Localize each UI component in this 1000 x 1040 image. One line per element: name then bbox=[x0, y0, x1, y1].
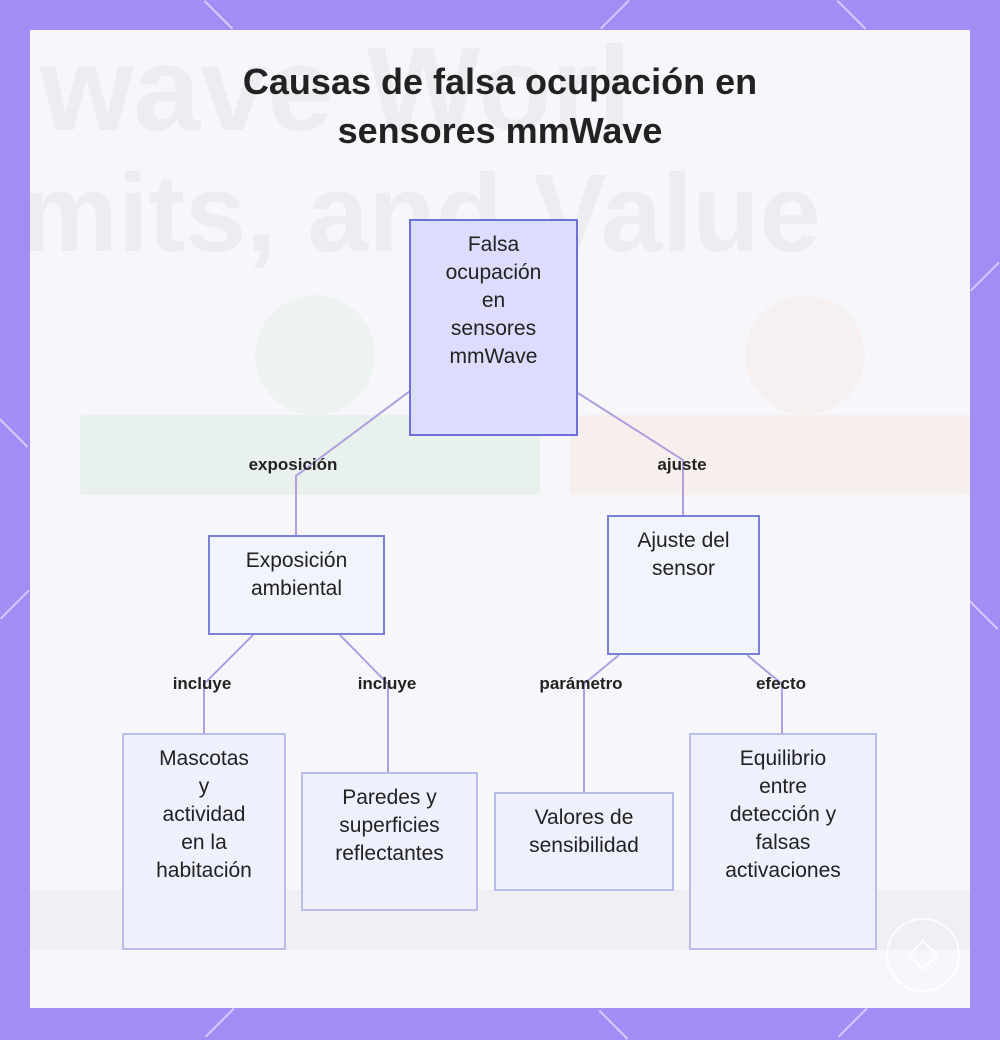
background-shape bbox=[745, 295, 865, 415]
node-text: sensibilidad bbox=[529, 834, 639, 857]
node-text: Valores de bbox=[534, 806, 634, 829]
edge-label-incluye-mascotas: incluye bbox=[172, 674, 232, 693]
edge-exposicion-mascotas bbox=[203, 634, 254, 733]
node-root: Falsa ocupación en sensores mmWave bbox=[409, 219, 578, 436]
node-text: Ajuste del bbox=[637, 529, 730, 552]
node-text: en bbox=[481, 289, 506, 312]
node-text: actividad bbox=[162, 803, 246, 826]
node-equilibrio: Equilibrio entre detección y falsas acti… bbox=[689, 733, 877, 950]
node-exposicion: Exposición ambiental bbox=[208, 535, 385, 635]
edge-label-efecto: efecto bbox=[755, 674, 807, 693]
edge-exposicion-paredes bbox=[339, 634, 389, 772]
background-watermark: wave Worl bbox=[40, 30, 632, 156]
watermark-badge-icon bbox=[886, 918, 960, 992]
edge-label-incluye-paredes: incluye bbox=[357, 674, 417, 693]
node-valores: Valores de sensibilidad bbox=[494, 792, 674, 891]
edge-ajuste-valores bbox=[583, 654, 620, 792]
node-text: falsas bbox=[755, 831, 811, 854]
node-text: activaciones bbox=[725, 859, 841, 882]
title-line: sensores mmWave bbox=[337, 109, 663, 151]
edge-label-exposicion: exposición bbox=[248, 455, 338, 474]
node-text: superficies bbox=[339, 814, 440, 837]
node-text: y bbox=[198, 775, 210, 798]
node-text: habitación bbox=[156, 859, 252, 882]
node-text: Paredes y bbox=[342, 786, 437, 809]
node-ajuste: Ajuste del sensor bbox=[607, 515, 760, 655]
node-text: Equilibrio bbox=[739, 747, 827, 770]
node-text: mmWave bbox=[449, 345, 538, 368]
node-text: reflectantes bbox=[335, 842, 444, 865]
node-text: detección y bbox=[729, 803, 837, 826]
node-text: entre bbox=[759, 775, 807, 798]
edge-root-ajuste bbox=[577, 392, 684, 515]
node-text: sensores bbox=[450, 317, 537, 340]
background-shape bbox=[570, 415, 970, 495]
node-text: en la bbox=[181, 831, 227, 854]
node-text: ocupación bbox=[445, 261, 542, 284]
node-text: sensor bbox=[651, 557, 715, 580]
edge-label-parametro: parámetro bbox=[539, 674, 623, 693]
node-text: ambiental bbox=[250, 577, 343, 600]
title-line: Causas de falsa ocupación en bbox=[242, 61, 758, 102]
edge-label-ajuste: ajuste bbox=[657, 455, 707, 474]
edge-ajuste-equilibrio bbox=[746, 654, 783, 733]
node-mascotas: Mascotas y actividad en la habitación bbox=[122, 733, 286, 950]
diagram-title: Causas de falsa ocupación en sensores mm… bbox=[0, 58, 1000, 155]
node-text: Mascotas bbox=[159, 747, 249, 770]
node-text: Exposición bbox=[245, 549, 348, 572]
background-shape bbox=[255, 295, 375, 415]
node-text: Falsa bbox=[467, 233, 520, 256]
node-paredes: Paredes y superficies reflectantes bbox=[301, 772, 478, 911]
edge-root-exposicion bbox=[295, 390, 411, 535]
